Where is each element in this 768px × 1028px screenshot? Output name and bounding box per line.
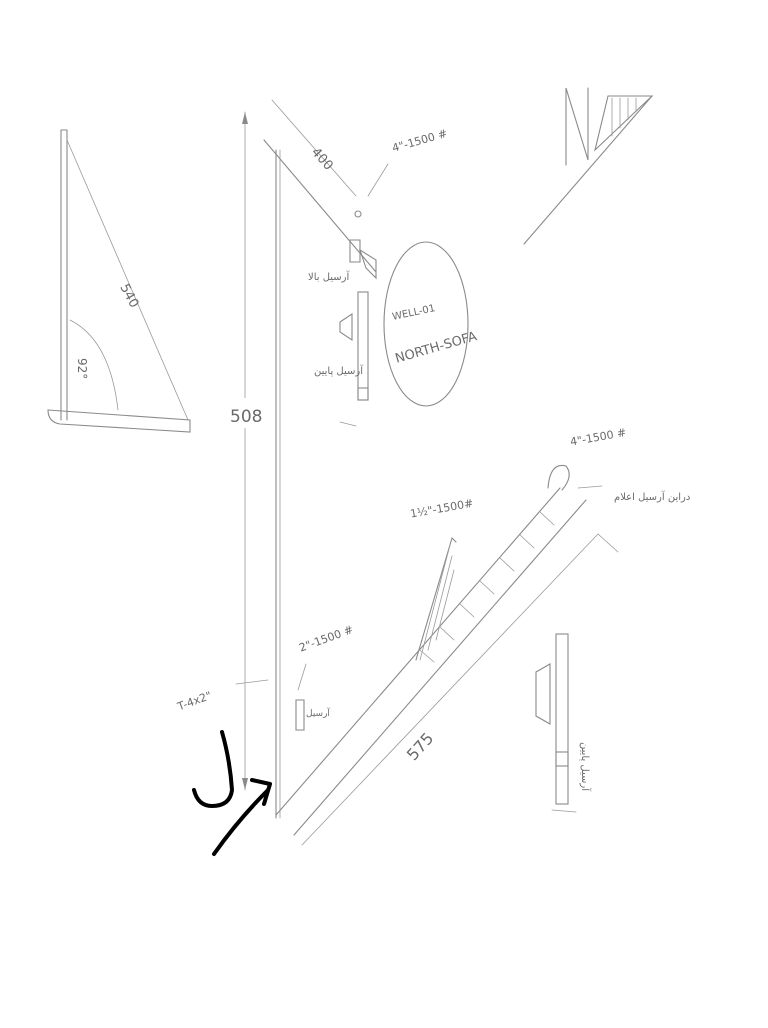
right-end-hook: [547, 464, 570, 491]
sloped-pipe-hatching: [419, 511, 555, 663]
bottom-dimension-label: 575: [403, 729, 438, 764]
signature-stroke-3: [250, 778, 272, 806]
signature-stroke-2: [212, 788, 270, 856]
north-arrow-shaft: [523, 95, 653, 245]
top-dimension-line: [271, 99, 357, 197]
north-arrow: N: [0, 0, 654, 245]
triangle-base-pipe: [47, 409, 191, 433]
well-tag-ellipse: [383, 241, 469, 407]
top-diagonal-pipe: [263, 139, 377, 273]
detail-column-right: [555, 633, 569, 805]
pipe-label-mid: 1½"-1500#: [409, 497, 474, 521]
main-isometric: 508 400 4"-1500 # آرسیل بالا آرسیل پایین…: [175, 99, 690, 846]
north-flag: [594, 95, 654, 152]
signature-stroke-1: [192, 730, 234, 808]
detail-flange-right: [535, 663, 551, 725]
well-tag-line1: WELL-01: [391, 303, 436, 323]
detail-flange-top: [339, 312, 353, 342]
persian-label-top: آرسیل بالا: [308, 270, 351, 283]
pipe-label-top: 4"-1500 #: [391, 127, 449, 155]
persian-label-right-lower: آرسیل پایین: [579, 742, 592, 792]
detail-column-top: [357, 291, 369, 401]
triangle-hypotenuse: [66, 139, 189, 421]
small-branch-flange: [295, 699, 305, 731]
top-flange: [349, 239, 377, 280]
right-detail: آرسیل پایین: [535, 633, 592, 813]
signature-mark: [192, 730, 272, 856]
vertical-dimension-label: 508: [230, 407, 262, 427]
triangle-length-label: 540: [116, 282, 141, 311]
persian-label-small: آرسیل: [306, 707, 330, 719]
pipe-label-right: 4"-1500 #: [569, 426, 627, 449]
persian-label-top-2: آرسیل پایین: [314, 364, 364, 377]
pipe-label-tee: T-4x2": [175, 689, 214, 714]
triangle-angle-label: 92°: [75, 358, 89, 379]
main-sloped-pipe-lower: [293, 499, 587, 836]
angle-arc: [69, 319, 119, 411]
north-letter: [565, 87, 589, 166]
north-label: N: [0, 0, 1, 1]
triangle-detail: 540 92°: [47, 129, 191, 433]
bottom-dimension-line: [301, 533, 599, 846]
top-valve-handwheel: [354, 210, 362, 218]
branch-1-5-inch: [415, 536, 457, 661]
pipe-label-small: 2"-1500 #: [297, 623, 355, 655]
persian-label-right: دراین آرسیل اعلام: [614, 490, 690, 503]
top-dimension-label: 400: [308, 145, 336, 173]
